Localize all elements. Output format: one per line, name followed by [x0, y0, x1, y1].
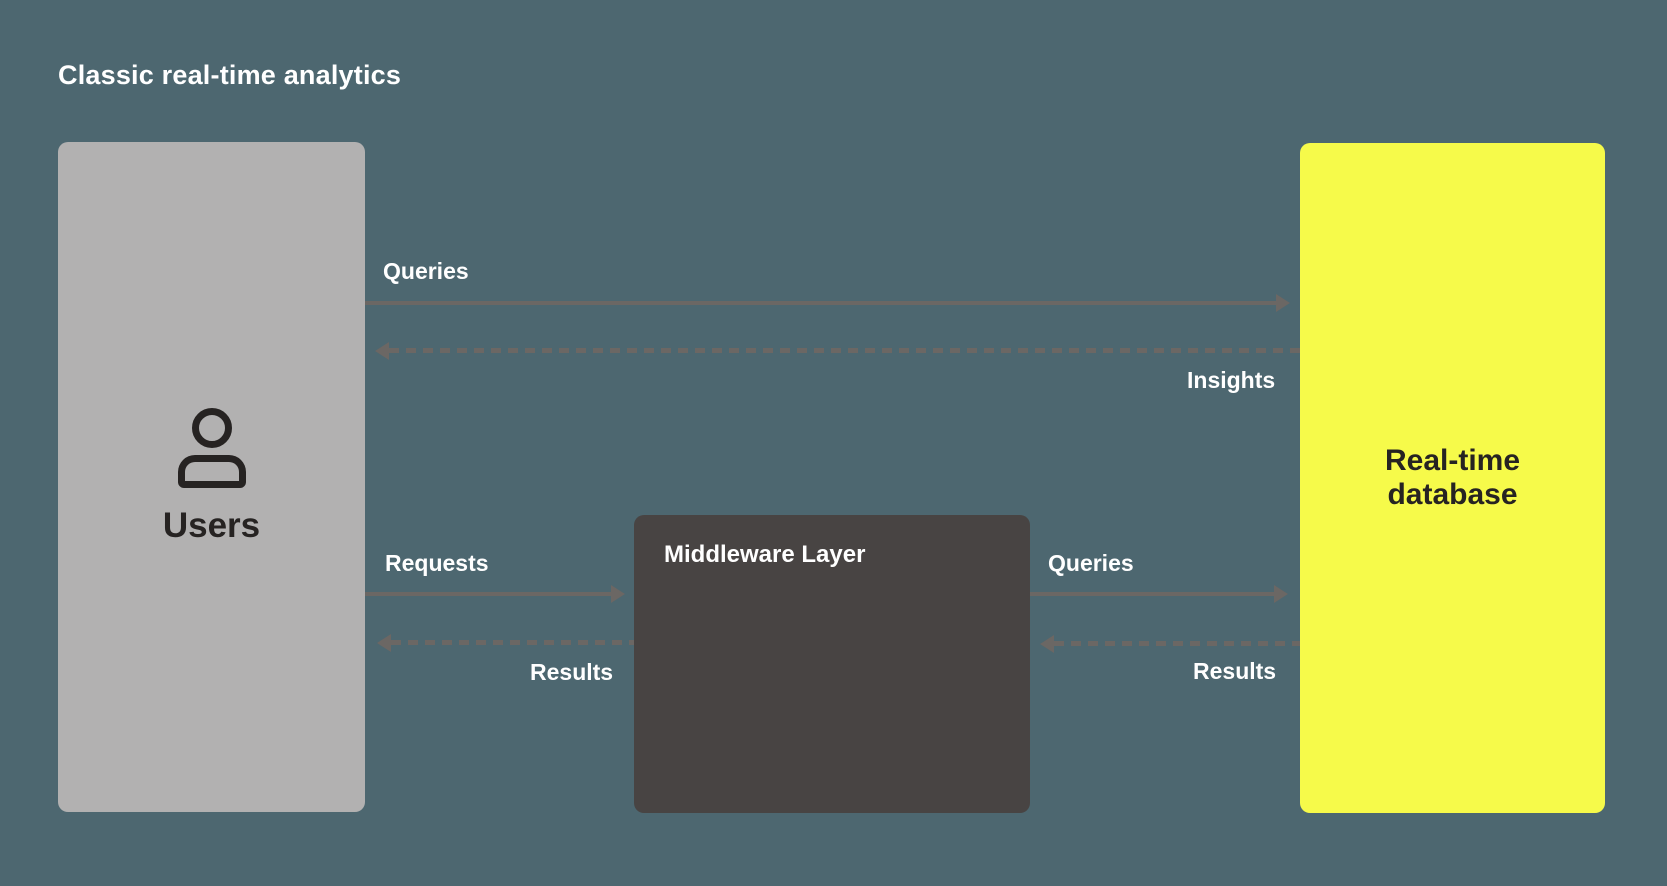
person-icon-torso — [177, 455, 246, 488]
users-node-label: Users — [162, 506, 261, 545]
flow-label-queries-right: Queries — [1048, 550, 1134, 576]
flow-label-requests: Requests — [385, 550, 489, 576]
flow-label-results-right: Results — [1193, 658, 1277, 684]
flow-line-dashed — [389, 348, 1300, 353]
flow-line-solid — [365, 301, 1276, 305]
database-node-label: Real-time database — [1384, 444, 1521, 511]
node-users: Users — [58, 142, 365, 812]
middleware-node-label: Middleware Layer — [664, 541, 866, 568]
arrowhead-left-icon — [375, 342, 389, 360]
arrowhead-left-icon — [1040, 635, 1054, 653]
arrowhead-right-icon — [611, 585, 625, 603]
flow-label-insights: Insights — [1187, 367, 1276, 393]
flow-line-solid — [365, 592, 611, 596]
arrowhead-left-icon — [377, 634, 391, 652]
flow-line-dashed — [391, 640, 634, 645]
node-middleware: Middleware Layer — [634, 515, 1030, 813]
arrowhead-right-icon — [1274, 585, 1288, 603]
person-icon — [177, 408, 246, 488]
person-icon-head — [191, 408, 232, 448]
flow-label-queries-top: Queries — [383, 258, 469, 284]
flow-label-results-left: Results — [530, 659, 614, 685]
arrowhead-right-icon — [1276, 294, 1290, 312]
flow-line-solid — [1030, 592, 1274, 596]
flow-line-dashed — [1054, 641, 1300, 646]
diagram-title: Classic real-time analytics — [58, 60, 402, 90]
node-database: Real-time database — [1300, 143, 1605, 813]
